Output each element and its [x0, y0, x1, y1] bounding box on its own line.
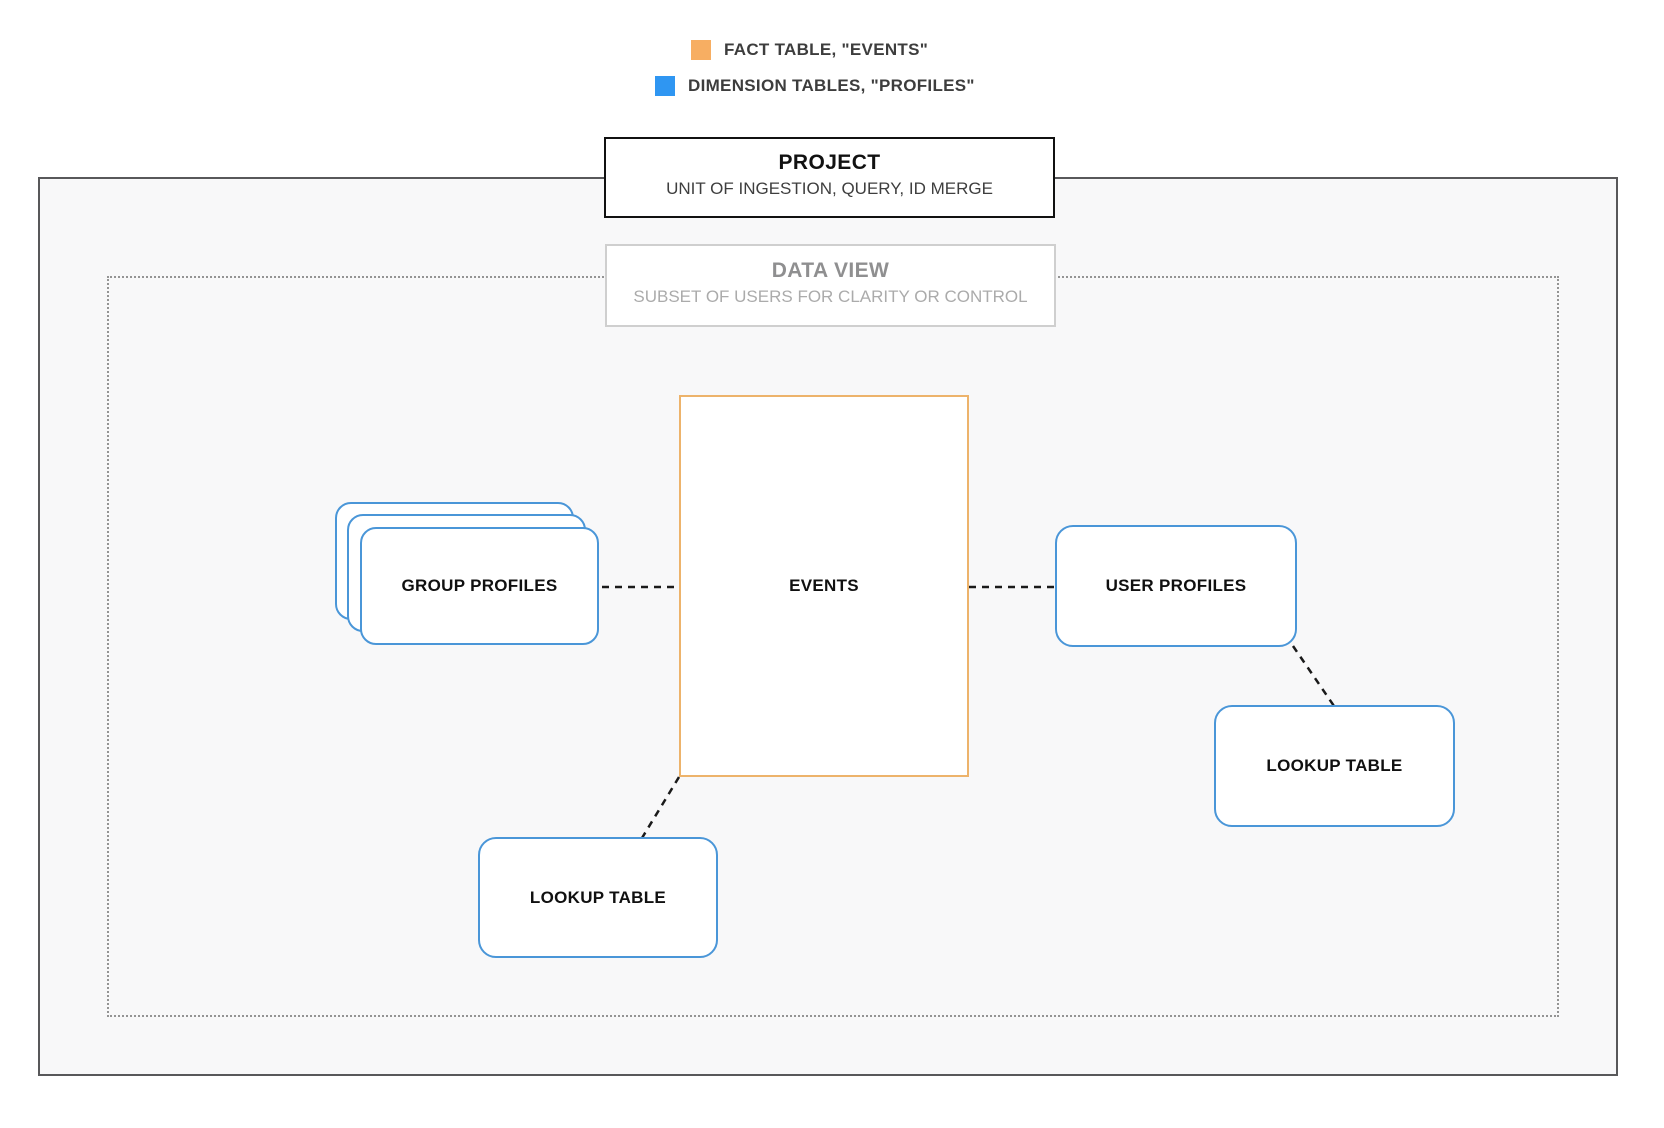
legend-label-dimension-tables: DIMENSION TABLES, "PROFILES": [688, 76, 975, 95]
project-subtitle: UNIT OF INGESTION, QUERY, ID MERGE: [666, 179, 993, 198]
group-profiles-label: GROUP PROFILES: [401, 576, 558, 595]
data-view-subtitle: SUBSET OF USERS FOR CLARITY OR CONTROL: [633, 287, 1028, 306]
group-profiles-node: GROUP PROFILES: [360, 527, 599, 645]
user-profiles-node: USER PROFILES: [1055, 525, 1297, 647]
lookup-table-bottom-node: LOOKUP TABLE: [478, 837, 718, 958]
legend-item-fact-table: FACT TABLE, "EVENTS": [691, 39, 928, 61]
dimension-tables-color-swatch: [655, 76, 675, 96]
data-view-title: DATA VIEW: [771, 259, 890, 282]
legend-item-dimension-tables: DIMENSION TABLES, "PROFILES": [655, 75, 975, 97]
fact-table-color-swatch: [691, 40, 711, 60]
events-label: EVENTS: [789, 576, 859, 595]
lookup-table-right-label: LOOKUP TABLE: [1266, 756, 1403, 775]
lookup-table-right-node: LOOKUP TABLE: [1214, 705, 1455, 827]
legend-label-fact-table: FACT TABLE, "EVENTS": [724, 40, 929, 59]
user-profiles-label: USER PROFILES: [1105, 576, 1247, 595]
project-header-box: PROJECT UNIT OF INGESTION, QUERY, ID MER…: [604, 137, 1055, 218]
project-title: PROJECT: [778, 151, 881, 174]
lookup-table-bottom-label: LOOKUP TABLE: [529, 887, 667, 907]
events-node: EVENTS: [679, 395, 969, 777]
data-view-header-box: DATA VIEW SUBSET OF USERS FOR CLARITY OR…: [605, 244, 1056, 327]
